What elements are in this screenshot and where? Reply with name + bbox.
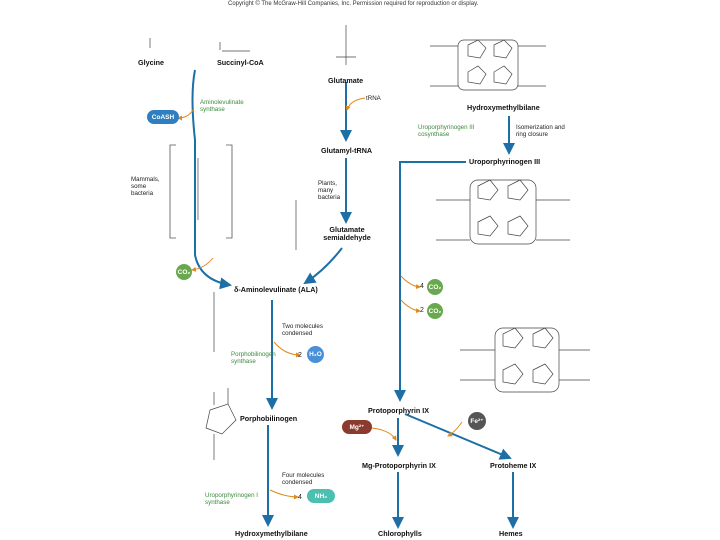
co2-badge-2: CO₂: [427, 303, 443, 319]
coash-badge: CoASH: [147, 110, 179, 124]
h2o-count: 2: [298, 352, 302, 359]
node-hydroxymethylbilane-top: Hydroxymethylbilane: [467, 103, 540, 112]
arrow-co2-4-out: [400, 275, 421, 290]
arrow-trna-in: [345, 97, 366, 111]
node-uroporphyrinogen-iii: Uroporphyrinogen III: [469, 157, 541, 166]
side-arrows: [177, 97, 463, 500]
node-ala: δ-Aminolevulinate (ALA): [234, 285, 318, 294]
note-two-molecules: Two molecules condensed: [282, 323, 323, 337]
node-protoporphyrin-ix: Protoporphyrin IX: [368, 406, 430, 415]
node-glutamate: Glutamate: [328, 76, 364, 85]
co2-badge: CO₂: [176, 264, 192, 280]
arrow-nh3-out: [269, 489, 299, 500]
node-glycine: Glycine: [138, 58, 164, 67]
node-protoheme-ix: Protoheme IX: [490, 461, 537, 470]
nh3-count: 4: [298, 494, 302, 501]
co2-count-4: 4: [420, 283, 424, 290]
fe-badge: Fe²⁺: [468, 412, 486, 430]
copyright-notice: Copyright © The McGraw-Hill Companies, I…: [228, 1, 479, 7]
main-pathway-arrows: [191, 69, 519, 529]
co2-count-2: 2: [420, 307, 424, 314]
arrow-fe-in: [447, 421, 463, 437]
note-isomerization: Isomerization and ring closure: [516, 124, 565, 138]
arrow-glycine-to-ala: [191, 69, 232, 290]
arrow-co2-2-out: [400, 299, 421, 314]
structure-sketches: [149, 25, 356, 460]
bracket: [169, 144, 233, 239]
enzyme-ala-synthase: Aminolevulinate synthase: [200, 99, 244, 113]
enzyme-uroporphyrinogen-i-synthase: Uroporphyrinogen I synthase: [205, 492, 258, 506]
enzyme-uroporphyrinogen-iii-cosynthase: Uroporphyrinogen III cosynthase: [418, 124, 475, 138]
arrow-gsa-to-ala: [303, 247, 343, 285]
enzyme-porphobilinogen-synthase: Porphobilinogen synthase: [231, 351, 276, 365]
arrow-h2o-out: [273, 341, 301, 358]
arrow-uro-to-proto: [394, 161, 466, 402]
porphyrin-sketches: [430, 39, 590, 393]
h2o-badge: H₂O: [307, 346, 324, 363]
node-hemes: Hemes: [499, 529, 523, 538]
note-mammals: Mammals, some bacteria: [131, 176, 160, 197]
node-mg-protoporphyrin-ix: Mg-Protoporphyrin IX: [362, 461, 436, 470]
mg-badge: Mg²⁺: [342, 420, 372, 434]
arrow-mg-in: [371, 427, 397, 441]
node-porphobilinogen: Porphobilinogen: [240, 414, 298, 423]
arrow-co2-out: [191, 257, 214, 272]
node-glutamate-semialdehyde: Glutamate semialdehyde: [323, 225, 371, 242]
node-hydroxymethylbilane-bottom: Hydroxymethylbilane: [235, 529, 308, 538]
arrow-coash-out: [177, 109, 194, 121]
node-succinyl-coa: Succinyl-CoA: [217, 58, 264, 67]
arrow-proto-to-heme: [404, 413, 512, 460]
co2-badge-4: CO₂: [427, 279, 443, 295]
note-four-molecules: Four molecules condensed: [282, 472, 325, 486]
node-glutamyl-trna: Glutamyl-tRNA: [321, 146, 373, 155]
nh3-badge: NH₃: [307, 489, 335, 503]
note-plants: Plants, many bacteria: [318, 180, 341, 201]
note-trna: tRNA: [366, 95, 381, 102]
node-chlorophylls: Chlorophylls: [378, 529, 422, 538]
